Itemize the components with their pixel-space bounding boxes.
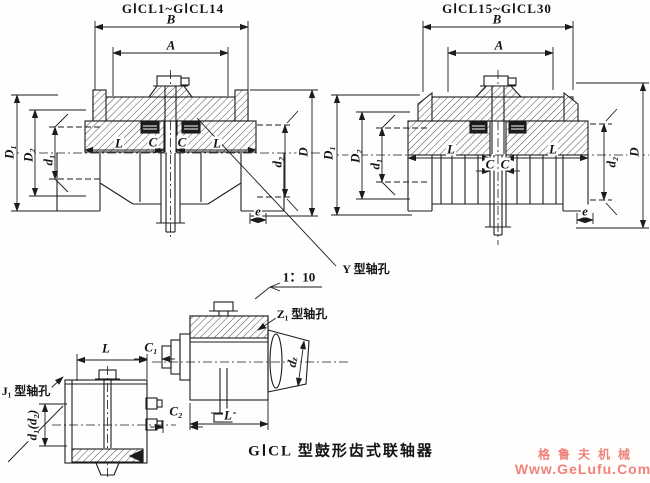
outer-sleeve-flange [92, 89, 249, 122]
hub-block [189, 315, 269, 401]
right-section-view [325, 21, 649, 245]
dim-label-e: e [254, 203, 262, 219]
gear-teeth [469, 121, 527, 134]
dim-label-d1: d₁ [367, 157, 383, 171]
dim-label-l: L [114, 135, 124, 151]
dim-c2 [150, 420, 203, 433]
dim-label-dz: dz [283, 354, 300, 370]
right-view-title: GⅠCL15~GⅠCL30 [442, 1, 552, 16]
center-sleeve [156, 86, 185, 233]
dim-label-c2: C₂ [168, 403, 184, 419]
spline-teeth [145, 397, 163, 431]
watermark-brand: 格鲁夫机械 [537, 447, 639, 462]
top-bolt [147, 75, 194, 98]
dim-label-b: B [165, 11, 177, 27]
dim-label-a: A [165, 37, 177, 53]
dim-label-l: L [101, 340, 111, 356]
dim-l [189, 396, 269, 430]
dim-label-d1-cap: D₁ [320, 145, 336, 161]
dim-label-l: L [212, 135, 222, 151]
dim-label-a: A [493, 37, 505, 53]
dim-left-diameters [11, 94, 100, 212]
left-section-view [5, 21, 337, 267]
dim-l-c-row [407, 154, 589, 175]
dim-l [76, 354, 148, 381]
keyway-section [71, 448, 144, 463]
left-view-title: GⅠCL1~GⅠCL14 [121, 1, 225, 16]
gear-teeth [140, 121, 201, 134]
dim-a [447, 47, 554, 92]
j1-bore-leader [49, 376, 64, 390]
z1-bore-leader [257, 317, 277, 331]
dim-left-diameters [331, 94, 428, 216]
dim-label-d1: d₁ [40, 153, 56, 167]
lower-outline-ribbed [407, 155, 589, 212]
dim-label-e: e [581, 203, 589, 219]
y-bore-label: Y 型轴孔 [341, 262, 391, 276]
top-bolt [209, 301, 238, 316]
lower-outline [56, 153, 285, 212]
dim-label-d2-cap: D₂ [20, 147, 36, 163]
figure-caption: GⅠCL 型鼓形齿式联轴器 [248, 443, 434, 460]
dim-label-l: L [446, 141, 456, 157]
dim-label-c: C [484, 156, 496, 172]
dim-a [112, 47, 229, 96]
j1-bore-detail [7, 354, 176, 480]
outer-sleeve-flange [417, 91, 579, 122]
dim-label-c: C [499, 156, 511, 172]
dim-b [94, 21, 249, 90]
taper-callout [254, 282, 322, 300]
dim-label-c1: C₁ [143, 339, 159, 355]
dim-label-d1d2: d₁(d₂) [24, 408, 40, 442]
dim-label-c: C [176, 134, 188, 150]
dim-label-d2: d₂ [603, 155, 619, 169]
watermark-url: Www.GeLufu.Com [514, 461, 650, 477]
dim-label-b: B [491, 11, 503, 27]
dim-label-d2-cap: D₂ [347, 148, 363, 164]
dim-right-diameters [576, 82, 649, 229]
left-collar-stack [161, 333, 191, 381]
top-bolt [95, 369, 120, 448]
dim-label-d2: d₂ [269, 155, 285, 169]
dim-b [422, 21, 574, 92]
z1-bore-detail [134, 282, 350, 433]
dim-label-c: C [147, 134, 159, 150]
j1-bore-label: J₁ 型轴孔 [0, 384, 52, 398]
bottom-bolt [88, 462, 122, 476]
dim-dz [295, 340, 307, 387]
dim-label-l: L [548, 141, 558, 157]
dim-label-l: L [223, 407, 233, 423]
dim-label-d-cap: D [626, 146, 642, 158]
z1-bore-label: Z₁ 型轴孔 [275, 307, 329, 321]
dim-label-d1-cap: D₁ [1, 144, 17, 160]
taper-ratio-label: 1：10 [281, 269, 317, 285]
dim-label-d-cap: D [295, 146, 311, 158]
top-bolt [474, 75, 523, 98]
